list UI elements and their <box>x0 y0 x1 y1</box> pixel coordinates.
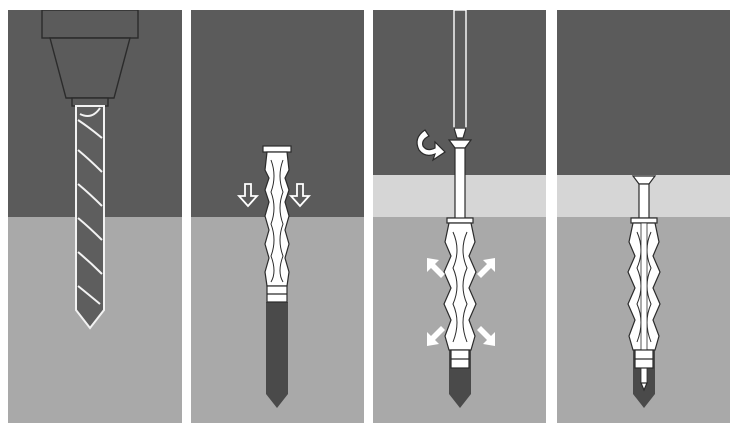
drill-bit-icon <box>76 106 104 328</box>
step-3-screw-panel <box>373 10 546 423</box>
step-1-drill-panel <box>8 10 182 423</box>
step-4-fixed-panel <box>557 10 730 423</box>
wall-plug-icon <box>263 146 291 302</box>
upper-wall <box>557 10 730 175</box>
drilled-hole <box>266 302 288 408</box>
expanded-wall-plug-icon <box>444 218 476 368</box>
step-2-insert-panel <box>191 10 364 423</box>
screwdriver-icon <box>454 10 466 138</box>
